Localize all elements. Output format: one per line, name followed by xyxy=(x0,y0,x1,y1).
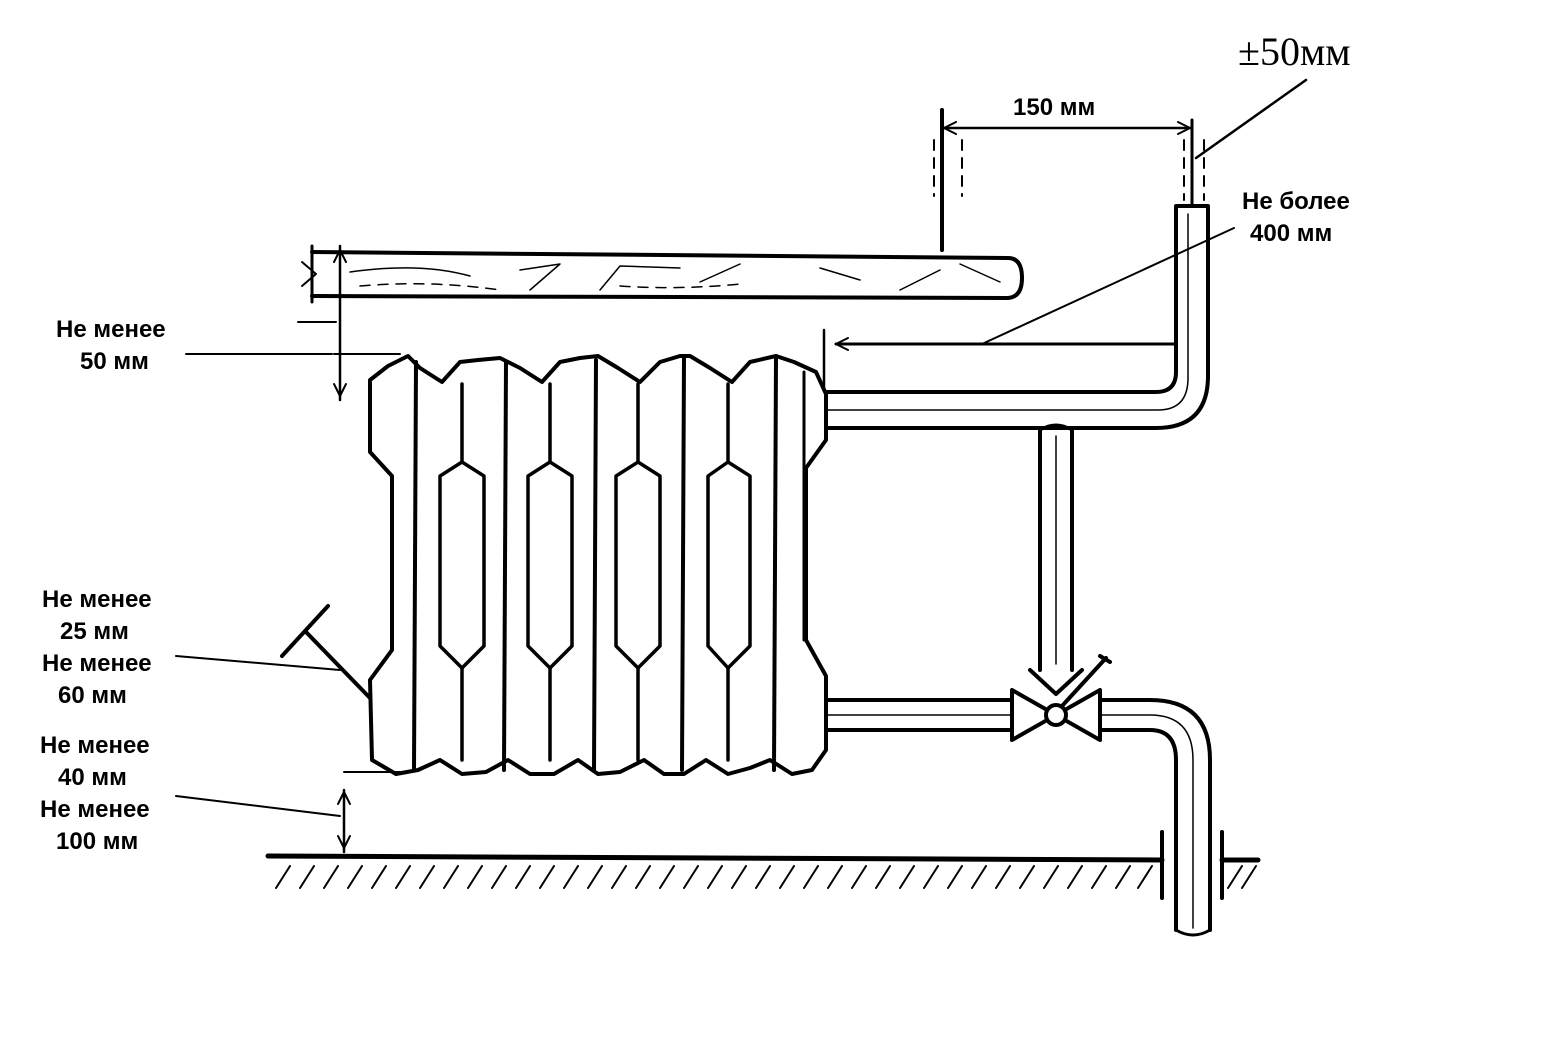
supply-pipe xyxy=(824,204,1210,430)
offset-150-label: 150 мм xyxy=(1013,94,1096,121)
wall-gap-label-line1: Не менее xyxy=(42,586,152,613)
max-distance-label-line2: 400 мм xyxy=(1250,220,1333,247)
wall-gap-label-line4: 60 мм xyxy=(58,682,127,709)
floor-gap-label-line1: Не менее xyxy=(40,732,150,759)
floor-gap-label-line2: 40 мм xyxy=(58,764,127,791)
radiator xyxy=(368,354,828,776)
top-clearance-dimension xyxy=(185,244,401,402)
return-pipe xyxy=(824,698,1212,937)
top-gap-label-line1: Не менее xyxy=(56,316,166,343)
wall-gap-label-line3: Не менее xyxy=(42,650,152,677)
tolerance-label: ±50мм xyxy=(1238,29,1351,74)
valve xyxy=(1010,654,1112,742)
max-distance-label-line1: Не более xyxy=(1242,188,1350,215)
windowsill xyxy=(301,244,1024,304)
wall-and-riser-offset xyxy=(933,108,1205,252)
bypass-pipe xyxy=(1028,423,1084,696)
wall-gap-label-line2: 25 мм xyxy=(60,618,129,645)
top-gap-label-line2: 50 мм xyxy=(80,348,149,375)
max-distance-dimension xyxy=(822,227,1235,392)
wall-clearance-bracket xyxy=(175,604,372,700)
floor-gap-label-line4: 100 мм xyxy=(56,828,139,855)
floor xyxy=(265,830,1261,900)
floor-gap-label-line3: Не менее xyxy=(40,796,150,823)
floor-clearance-dimension xyxy=(175,771,401,854)
tolerance-leader xyxy=(1194,78,1308,160)
